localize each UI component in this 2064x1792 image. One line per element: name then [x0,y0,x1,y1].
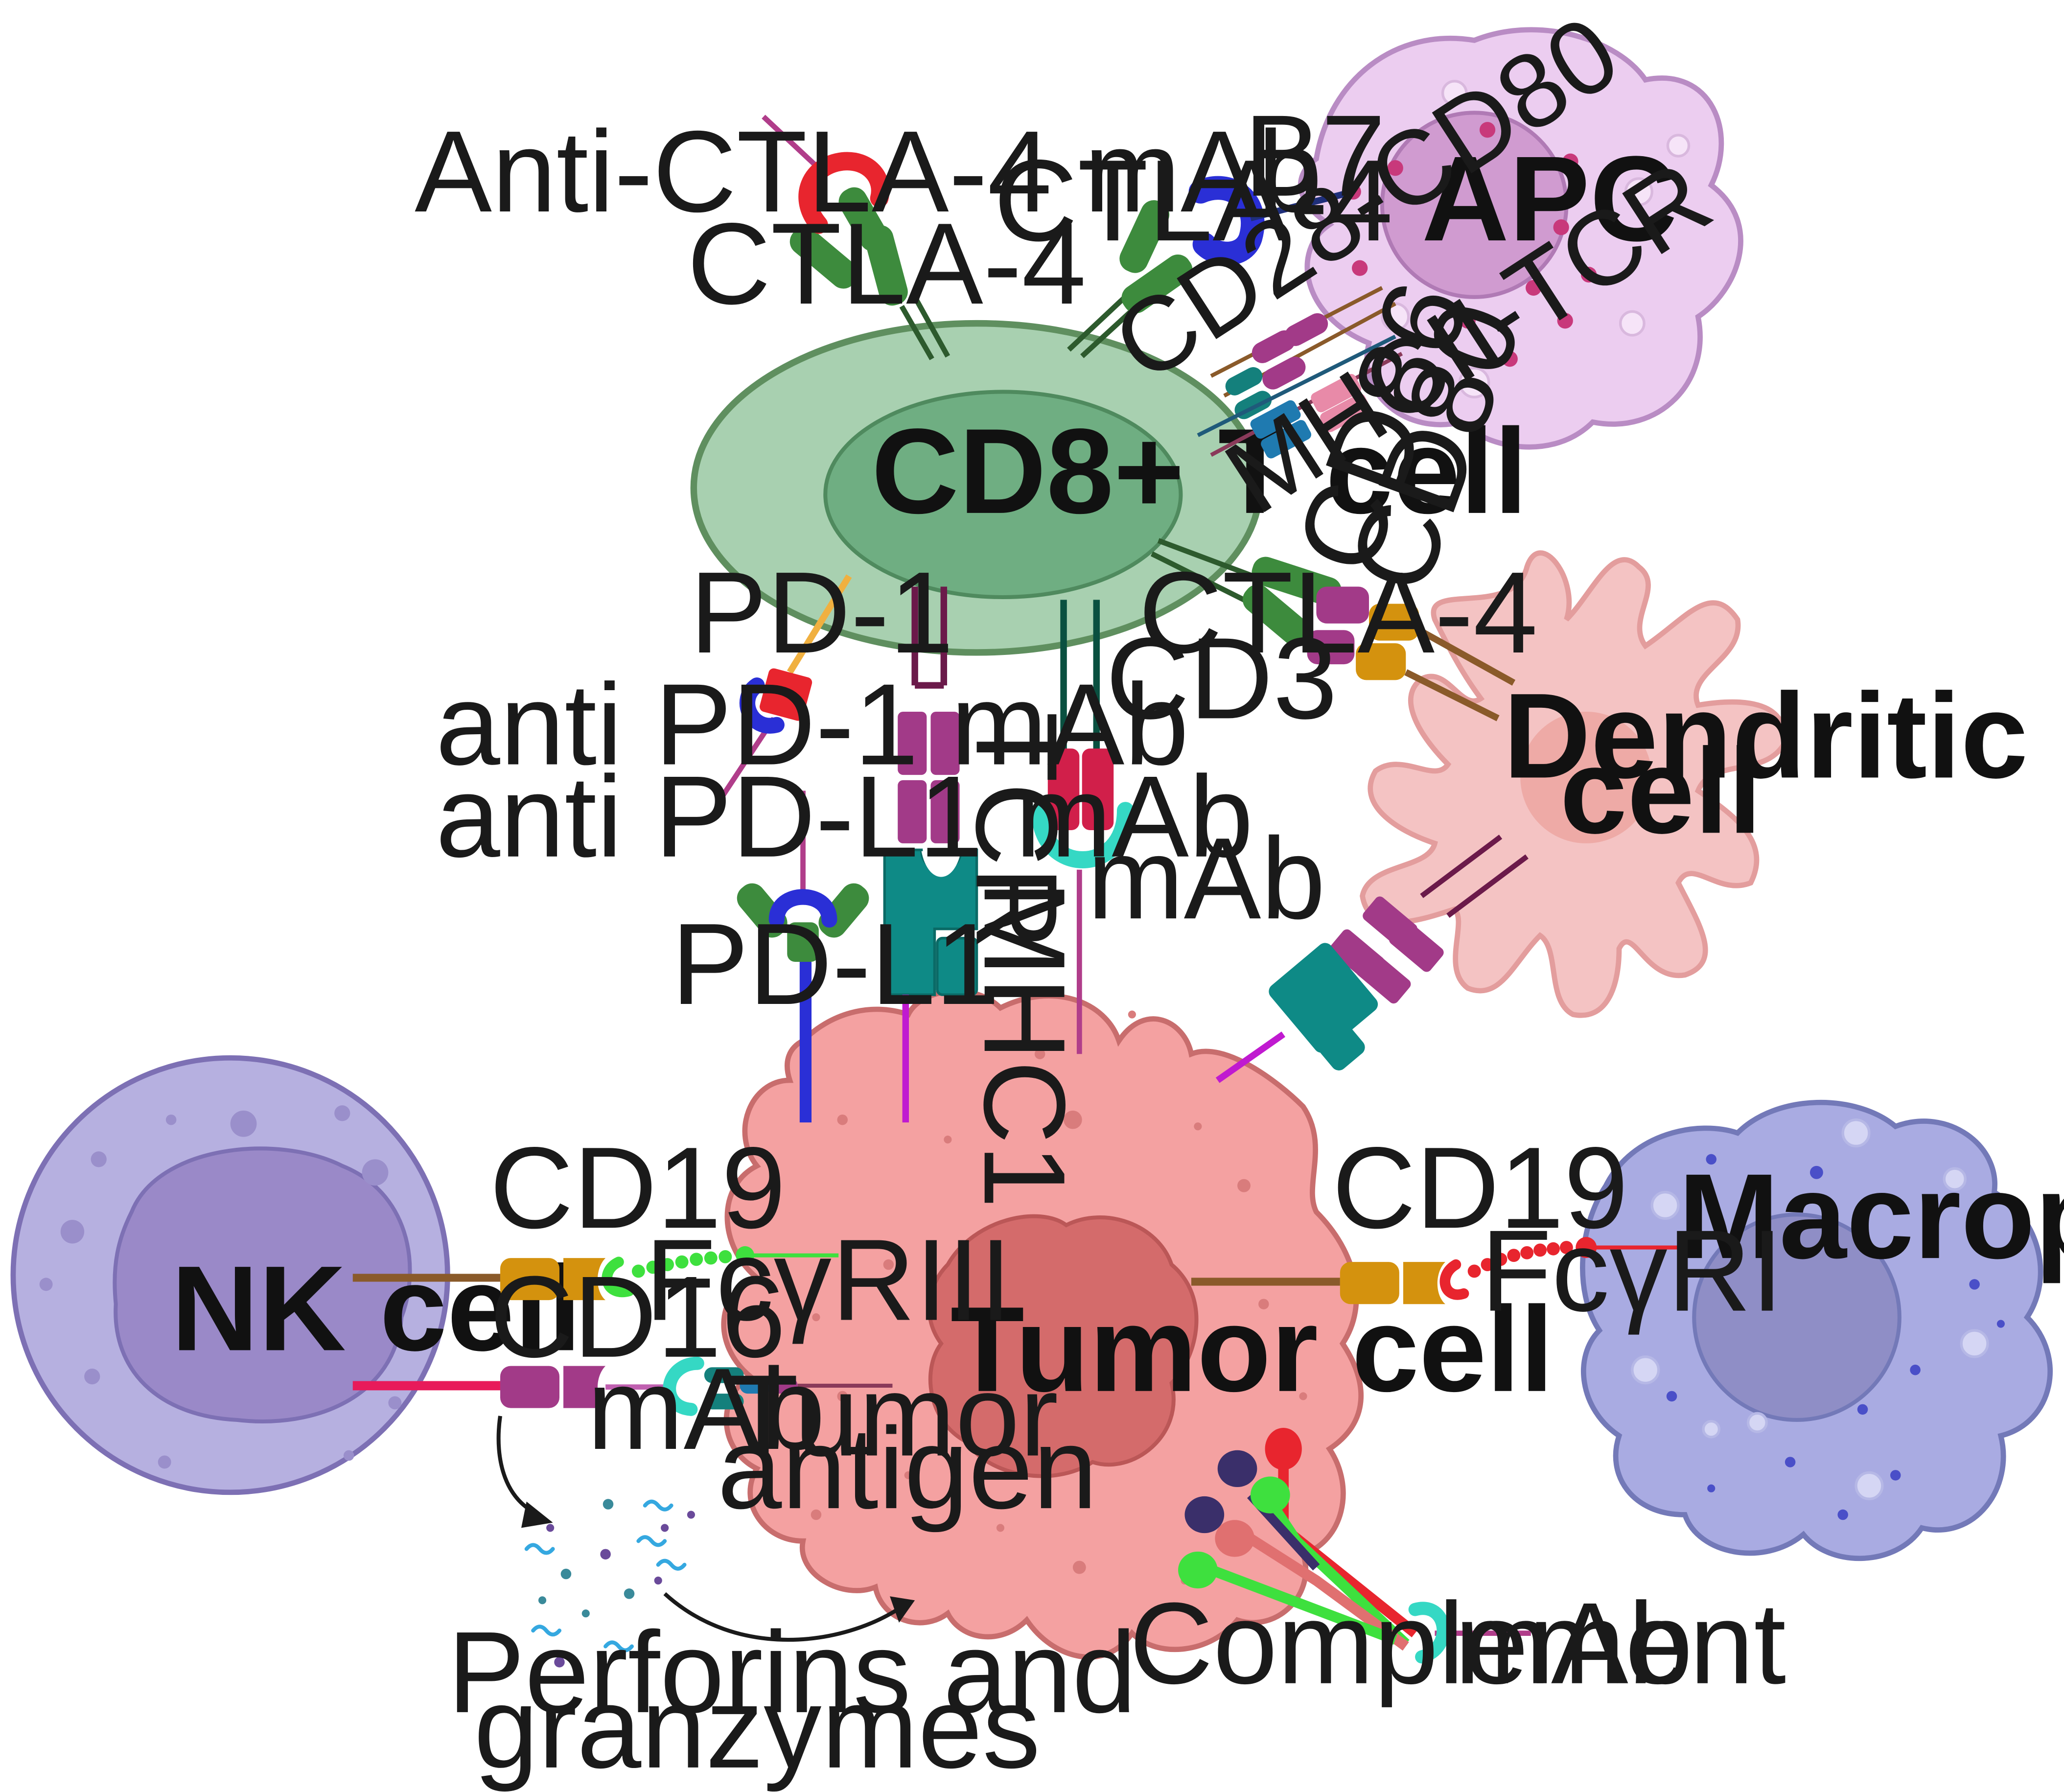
macrophage-nucleus [1692,1212,1902,1422]
dendritic-nucleus [1520,711,1652,843]
tumor-antigen-label-line2: antigen [718,1404,1097,1533]
macrophage-cell: Macrophage [1580,1100,2064,1561]
pd1-label: PD-1 [690,548,953,677]
fcgri-label: FcγRI [1481,1207,1784,1336]
anti-ctla4-antibody-icon [798,152,890,234]
cd28-cd80-complex [1210,286,1396,419]
macrophage-cd19-fcgri-complex [1191,1237,1685,1304]
ctla4-left-label: CTLA-4 [687,199,1086,328]
anti-pdl1-antibody-icon [768,889,837,928]
dendritic-label-line2: cell [1560,723,1762,859]
tumor-nucleus [927,1214,1199,1478]
mab-nk-label: mAb [587,1345,825,1474]
anti-pd1-mab-label: anti PD-1 mAb [436,660,1189,790]
tumor-antigen-label-line1: Tumor [728,1351,1058,1481]
anti-ctla4-mab-label: Anti-CTLA-4 mAb [415,107,1322,236]
mhc1-label: MHC1 [960,880,1089,1209]
complement-complex [1178,1428,1531,1664]
nk-cd19-fcgriii-complex [352,1246,839,1301]
tcr-mhc1-complex [883,586,978,1123]
anti-cd3-antibody-icon [1031,802,1134,868]
apc-vesicles [1381,80,1691,398]
complement-label: Complement [1130,1579,1786,1708]
pdl1-receptor [737,791,869,1123]
tcr-label: TCR [952,712,1081,950]
cd3-label: CD3 [1106,614,1337,743]
ctla4-top-label: CTLA-4 [994,136,1393,265]
fcgri-icon [1439,1259,1469,1300]
fcgriii-label: FcγRIII [645,1215,1012,1345]
t-cell-nucleus [823,390,1183,600]
perforins-label-line2: granzymes [474,1663,1040,1792]
cd19-left-label: CD19 [489,1123,786,1253]
t-cell: CD8+ T cell [690,320,1528,656]
ctla4-right-label: CTLA-4 [1138,548,1537,677]
macrophage-vesicles [1631,1118,1989,1500]
b7-ligand-icon [1188,176,1265,266]
mhcii-tcr-complex [1197,334,1403,459]
nk-granules [39,1105,402,1469]
perforin-granzyme-particles [496,1416,915,1668]
mab-complement-label: mAb [1455,1579,1693,1708]
nk-cell: NK cell [10,1055,581,1495]
t-cell-label: CD8+ T cell [871,404,1528,539]
b7-label: B7 [1244,92,1385,221]
ctla4-left-receptor [762,115,951,360]
macrophage-label: Macrophage [1678,1149,2064,1284]
cd16-label: CD16 [489,1253,786,1382]
dendritic-label-line1: Dendritic [1503,668,2028,803]
cd19-right-label: CD19 [1332,1123,1628,1253]
nk-mab-icon [663,1356,704,1416]
ctla4-cd86-cd80-complex [1150,538,1516,721]
pd1-receptor [715,574,852,806]
tumor-label: Tumor cell [951,1282,1554,1417]
anti-pd1-antibody-icon [739,677,785,734]
apc-cell: APC [1298,27,1743,450]
cd3-receptor [1031,600,1134,1054]
apc-nucleus [1380,111,1569,299]
tumor-cell: Tumor cell [721,988,1554,1660]
dendritic-tcr-mhc-complex [1215,835,1529,1083]
apc-label: APC [1422,131,1677,266]
pdl1-label: PD-L1 [672,900,1000,1029]
nk-nucleus [113,1146,412,1423]
macrophage-granules [1666,1154,2005,1520]
mab-cd3-label: mAb [1087,814,1325,943]
anti-pdl1-mab-label: anti PD-L1 mAb [436,752,1253,882]
ctla4-b7-receptor [1067,176,1361,358]
nk-cd16-mab-antigen-complex [352,1356,893,1416]
fcgriii-icon [602,1257,635,1298]
complement-mab-icon [1408,1602,1450,1664]
perforins-label-line1: Perforins and [447,1608,1136,1737]
apc-granules [1352,122,1597,367]
